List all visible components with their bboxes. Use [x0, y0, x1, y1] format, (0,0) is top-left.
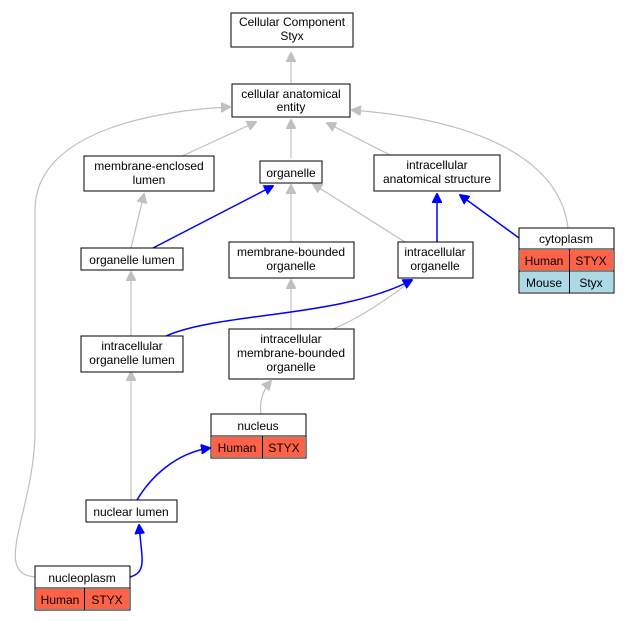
node-label: Styx	[280, 29, 303, 43]
node-title: nucleus	[237, 419, 278, 433]
is-a-edges	[14, 53, 569, 578]
edge-cytoplasm-to-ias	[460, 195, 520, 239]
node-label: anatomical structure	[383, 172, 491, 186]
species-cell-human	[36, 589, 84, 609]
node-label: membrane-bounded	[237, 245, 345, 259]
node-label: lumen	[133, 173, 166, 187]
species-label: Human	[525, 254, 564, 268]
node-label: organelle	[266, 259, 316, 273]
node-nuclear-lumen[interactable]: nuclear lumen	[85, 499, 178, 523]
node-label: entity	[277, 100, 306, 114]
gene-label: STYX	[91, 593, 122, 607]
part-of-edges	[129, 186, 520, 578]
gene-label: STYX	[575, 254, 606, 268]
node-intracellular-anatomical-structure[interactable]: intracellular anatomical structure	[373, 154, 501, 192]
gene-cell	[570, 272, 613, 292]
node-intracellular-organelle[interactable]: intracellular organelle	[397, 241, 474, 279]
species-label: Human	[41, 593, 80, 607]
edge-nucleoplasm-to-nlumen	[129, 525, 142, 578]
node-label: organelle	[410, 259, 460, 273]
node-label: organelle	[266, 166, 316, 180]
node-cellular-component[interactable]: Cellular Component Styx	[230, 12, 354, 48]
node-membrane-enclosed-lumen[interactable]: membrane-enclosed lumen	[83, 155, 215, 192]
edge-iol-to-io	[165, 280, 412, 337]
edge-mel-to-cae	[179, 122, 256, 158]
edge-imbo-to-io	[332, 279, 413, 330]
node-nucleus[interactable]: nucleus Human STYX	[210, 413, 307, 459]
edge-nucleoplasm-to-cae	[14, 107, 230, 578]
species-cell-mouse	[520, 272, 569, 292]
node-membrane-bounded-organelle[interactable]: membrane-bounded organelle	[228, 241, 355, 279]
edge-ias-to-cae	[327, 123, 391, 156]
node-label: membrane-bounded	[237, 346, 345, 360]
node-organelle[interactable]: organelle	[259, 160, 323, 184]
node-label: intracellular	[260, 332, 321, 346]
species-label: Human	[218, 441, 257, 455]
node-cytoplasm[interactable]: cytoplasm Human STYX Mouse Styx	[518, 227, 615, 294]
node-label: organelle	[266, 360, 316, 374]
species-label: Mouse	[526, 276, 562, 290]
edge-cytoplasm-to-cae	[352, 110, 569, 229]
gene-label: STYX	[268, 441, 299, 455]
node-title: cytoplasm	[539, 232, 593, 246]
node-label: membrane-enclosed	[94, 159, 203, 173]
node-label: intracellular	[404, 245, 465, 259]
node-cellular-anatomical-entity[interactable]: cellular anatomical entity	[231, 83, 351, 118]
gene-label: Styx	[579, 276, 602, 290]
node-title: nucleoplasm	[48, 571, 115, 585]
gene-cell	[570, 250, 613, 270]
node-label: cellular anatomical	[241, 87, 340, 101]
edge-olumen-to-organelle	[152, 186, 273, 249]
node-label: intracellular	[406, 158, 467, 172]
node-label: nuclear lumen	[93, 505, 168, 519]
node-label: organelle lumen	[89, 253, 174, 267]
node-label: organelle lumen	[89, 353, 174, 367]
species-cell-human	[212, 437, 262, 457]
node-intracellular-membrane-bounded-organelle[interactable]: intracellular membrane-bounded organelle	[228, 328, 355, 380]
node-organelle-lumen[interactable]: organelle lumen	[80, 247, 184, 271]
node-label: Cellular Component	[239, 15, 346, 29]
node-intracellular-organelle-lumen[interactable]: intracellular organelle lumen	[80, 335, 184, 373]
edge-olumen-to-mel	[130, 194, 144, 249]
edge-nlumen-to-nucleus	[136, 448, 210, 501]
gene-cell	[263, 437, 305, 457]
gene-cell	[85, 589, 129, 609]
species-cell-human	[520, 250, 569, 270]
node-label: intracellular	[101, 339, 162, 353]
node-nucleoplasm[interactable]: nucleoplasm Human STYX	[34, 565, 131, 611]
edge-io-to-organelle	[313, 184, 406, 243]
edge-nucleus-to-imbo	[259, 381, 271, 415]
